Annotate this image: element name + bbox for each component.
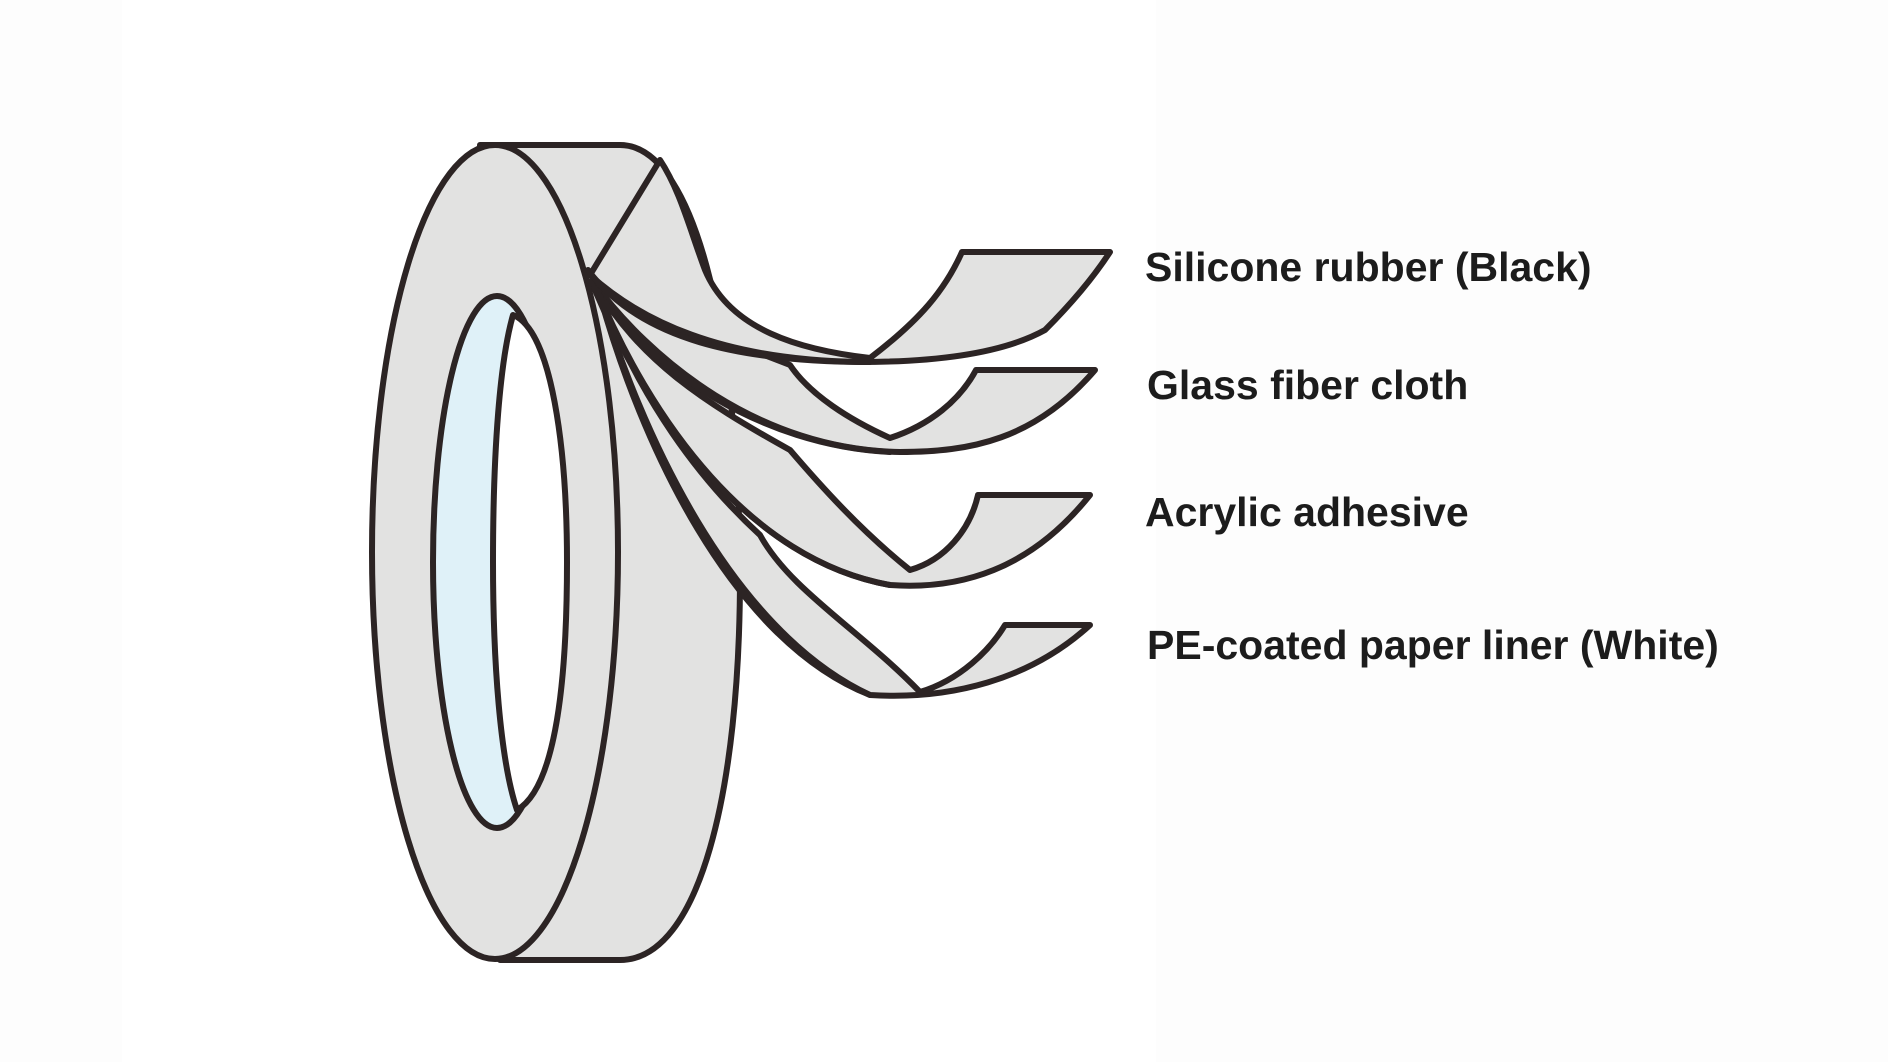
layer-label-glass-fiber-cloth: Glass fiber cloth xyxy=(1147,362,1468,408)
layer-label-silicone-rubber: Silicone rubber (Black) xyxy=(1145,244,1592,290)
layer-edge-line-1 xyxy=(585,267,873,365)
tape-roll-hole xyxy=(490,312,570,813)
layer-strip-pe-liner xyxy=(595,287,1093,699)
layer-edge-line-3 xyxy=(591,285,893,588)
layer-edge-line-4 xyxy=(597,293,873,698)
layer-edge-line-2 xyxy=(587,279,893,455)
layer-label-acrylic-adhesive: Acrylic adhesive xyxy=(1145,489,1469,535)
layer-label-pe-liner: PE-coated paper liner (White) xyxy=(1147,622,1719,668)
